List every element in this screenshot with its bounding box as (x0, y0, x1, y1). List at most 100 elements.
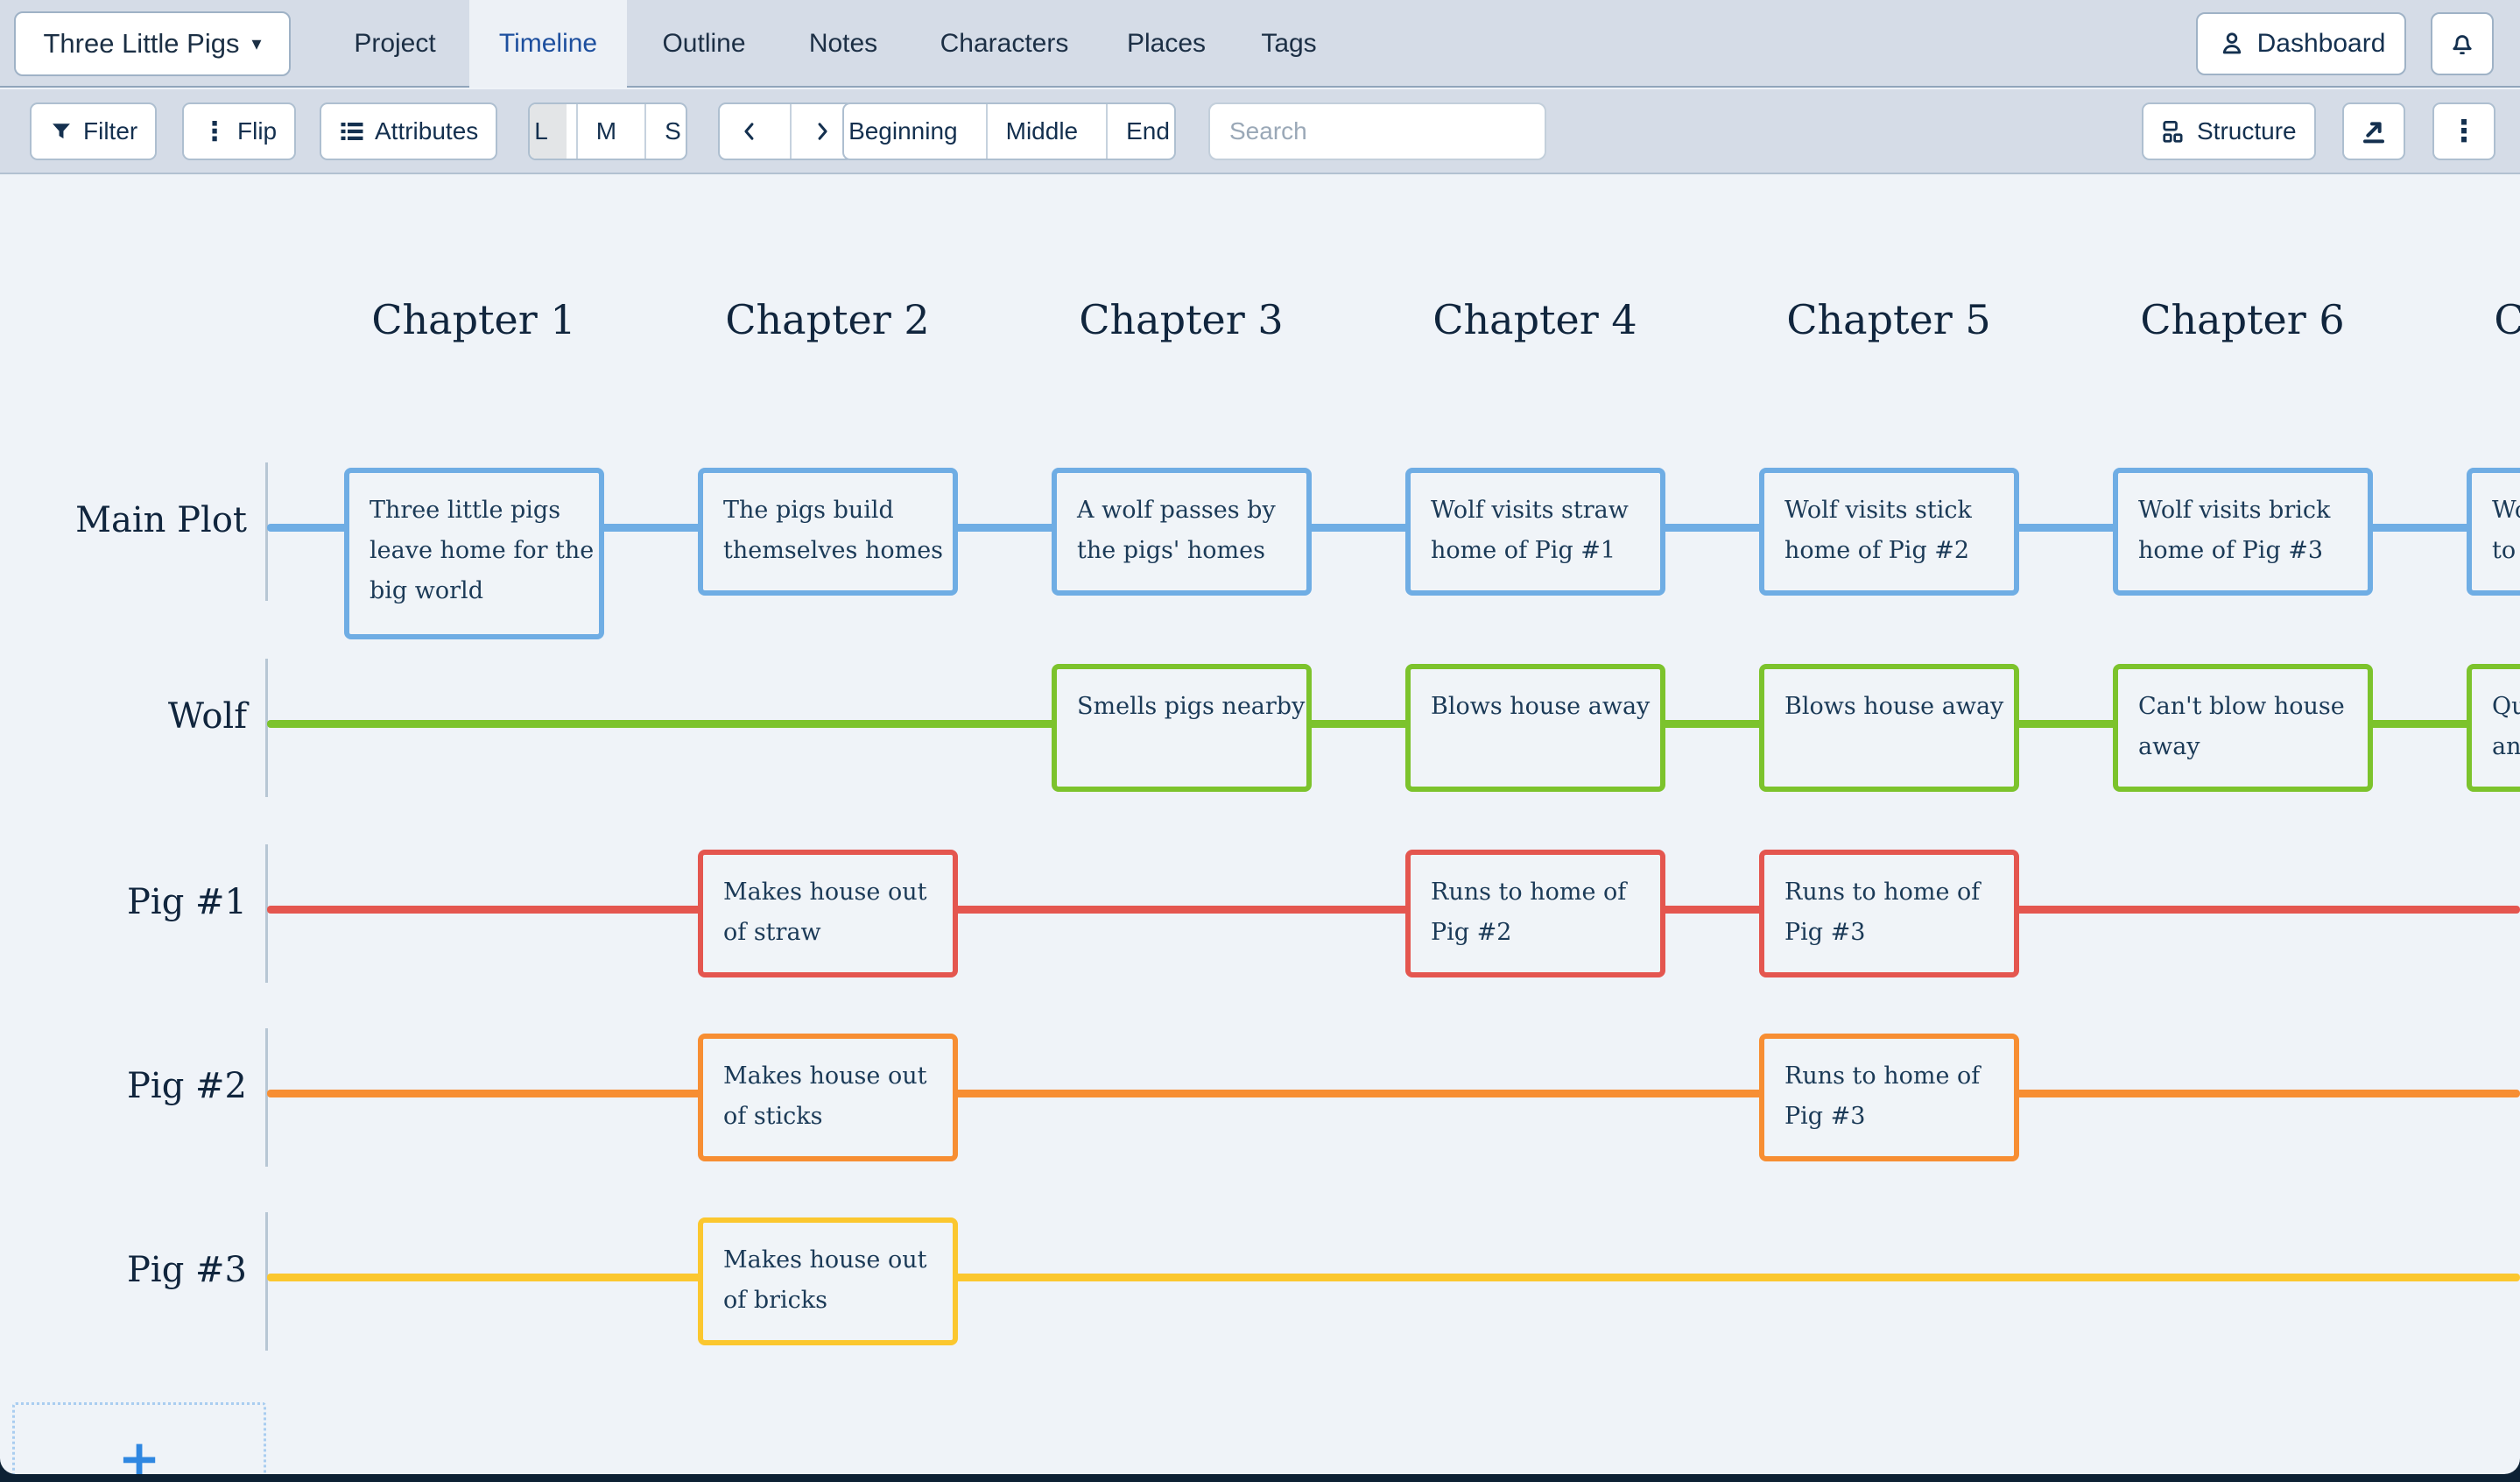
scene-card-text: home of Pig #3 (2138, 537, 2324, 564)
filter-button[interactable]: Filter (30, 102, 158, 160)
tab-project[interactable]: Project (354, 29, 436, 58)
plotline-line[interactable] (267, 1274, 2520, 1281)
scene-card-text: Qu (2492, 693, 2520, 720)
chevron-right-button[interactable] (790, 104, 852, 159)
user-icon (2217, 29, 2247, 59)
scene-card-text: away (2138, 733, 2200, 760)
tab-outline[interactable]: Outline (662, 29, 746, 58)
attributes-label: Attributes (375, 117, 479, 145)
scene-card-text: Wolf visits straw (1431, 497, 1629, 524)
add-plotline-button[interactable]: + (12, 1402, 266, 1474)
chapter-header[interactable]: Chapter 7 (2494, 296, 2520, 343)
plotline-divider-tick (265, 659, 268, 797)
plotline-line[interactable] (267, 524, 2520, 532)
tab-notes[interactable]: Notes (808, 29, 878, 58)
tab-places[interactable]: Places (1126, 29, 1207, 58)
dashboard-button[interactable]: Dashboard (2196, 12, 2406, 75)
scene-card[interactable]: Smells pigs nearby (1052, 664, 1312, 792)
plotline-line[interactable] (267, 1090, 2520, 1097)
scene-card[interactable]: Wolf visits straw home of Pig #1 (1405, 468, 1665, 596)
scene-card-text: of sticks (723, 1103, 823, 1130)
scene-card[interactable]: Blows house away (1405, 664, 1665, 792)
scene-card[interactable]: Blows house away (1759, 664, 2019, 792)
scene-card-text: Pig #3 (1784, 919, 1866, 946)
scene-card-text: home of Pig #1 (1431, 537, 1616, 564)
tab-tags[interactable]: Tags (1261, 29, 1317, 58)
plotline-label[interactable]: Wolf (167, 696, 247, 737)
scene-card-text: Pig #3 (1784, 1103, 1866, 1130)
plotline-divider-tick (265, 1212, 268, 1351)
scene-card-text: Runs to home of (1784, 879, 1981, 906)
chapter-header[interactable]: Chapter 6 (2140, 296, 2345, 343)
jump-middle-button[interactable]: Middle (985, 104, 1096, 159)
project-switcher-button[interactable]: Three Little Pigs ▾ (14, 11, 291, 76)
export-icon (2360, 117, 2388, 145)
plotline-line[interactable] (267, 906, 2520, 914)
scene-card[interactable]: Woto r (2467, 468, 2520, 596)
more-options-button[interactable]: ⋮ (2432, 102, 2495, 160)
chevron-left-button[interactable] (720, 104, 780, 159)
scene-card[interactable]: Quang (2467, 664, 2520, 792)
scene-card-text: of bricks (723, 1287, 827, 1314)
dashboard-label: Dashboard (2256, 29, 2386, 58)
attributes-button[interactable]: Attributes (320, 102, 498, 160)
size-option-m[interactable]: M (575, 104, 635, 159)
top-bar: Three Little Pigs ▾ Project Timeline Outli… (0, 0, 2520, 88)
project-title: Three Little Pigs (43, 28, 240, 59)
flip-button[interactable]: ⋮ Flip (182, 102, 297, 160)
search-input[interactable] (1208, 102, 1546, 160)
chapter-header[interactable]: Chapter 2 (725, 296, 930, 343)
plotline-line[interactable] (267, 720, 2520, 728)
plotline-label[interactable]: Main Plot (75, 500, 247, 540)
plotline-divider-tick (265, 1028, 268, 1167)
chapter-header[interactable]: Chapter 1 (371, 296, 576, 343)
scene-card-text: Makes house out (723, 879, 927, 906)
scene-card-text: big world (370, 577, 483, 604)
flip-label: Flip (237, 117, 278, 145)
scene-card[interactable]: Runs to home of Pig #3 (1759, 850, 2019, 977)
scene-card-text: Three little pigs (370, 497, 561, 524)
filter-label: Filter (83, 117, 138, 145)
plotline-label[interactable]: Pig #1 (127, 882, 247, 922)
jump-end-button[interactable]: End (1106, 104, 1174, 159)
tab-timeline[interactable]: Timeline (498, 29, 598, 58)
notifications-button[interactable] (2431, 12, 2494, 75)
scene-card-text: the pigs' homes (1077, 537, 1265, 564)
scene-card[interactable]: Three little pigs leave home for the big w… (344, 468, 604, 639)
flip-icon: ⋮ (201, 116, 228, 147)
size-option-l[interactable]: L (530, 104, 567, 159)
structure-button[interactable]: Structure (2142, 102, 2316, 160)
plotline-label[interactable]: Pig #3 (127, 1250, 247, 1290)
scene-card-text: Runs to home of (1784, 1062, 1981, 1090)
chapter-header[interactable]: Chapter 4 (1432, 296, 1637, 343)
scene-card-text: Makes house out (723, 1246, 927, 1274)
tab-characters[interactable]: Characters (940, 29, 1069, 58)
plotline-label[interactable]: Pig #2 (127, 1066, 247, 1106)
scene-card-text: leave home for the (370, 537, 595, 564)
scene-card-text: Pig #2 (1431, 919, 1512, 946)
chapter-header[interactable]: Chapter 5 (1786, 296, 1991, 343)
plus-icon: + (117, 1429, 161, 1474)
chevron-down-icon: ▾ (251, 32, 262, 54)
scene-card[interactable]: Runs to home of Pig #3 (1759, 1034, 2019, 1161)
chapter-header[interactable]: Chapter 3 (1079, 296, 1284, 343)
scene-card-text: The pigs build (723, 497, 894, 524)
scene-card[interactable]: Makes house out of bricks (698, 1217, 958, 1345)
size-option-s[interactable]: S (644, 104, 686, 159)
jump-beginning-button[interactable]: Beginning (848, 117, 958, 145)
tab-bar: Project Timeline Outline Notes Characters Pla… (0, 0, 2520, 88)
scene-card-text: Wolf visits stick (1784, 497, 1972, 524)
structure-label: Structure (2197, 117, 2297, 145)
export-button[interactable] (2342, 102, 2405, 160)
